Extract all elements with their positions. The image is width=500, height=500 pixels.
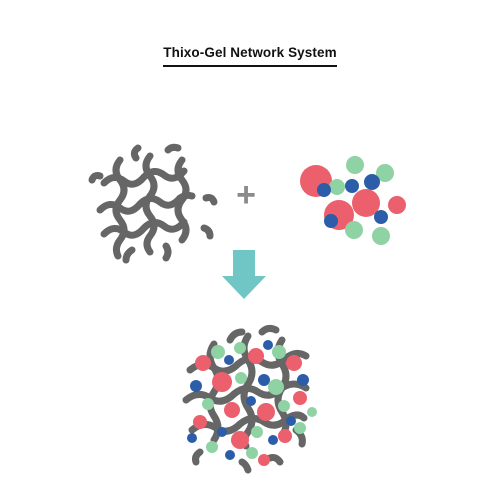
gel-network-composite-icon bbox=[182, 324, 317, 474]
polymer-network-icon bbox=[88, 143, 218, 264]
title-container: Thixo-Gel Network System bbox=[0, 44, 500, 67]
particle-cluster-icon bbox=[300, 156, 406, 245]
down-arrow-icon bbox=[222, 250, 266, 299]
diagram-title: Thixo-Gel Network System bbox=[163, 45, 337, 67]
plus-operator: + bbox=[236, 176, 256, 214]
